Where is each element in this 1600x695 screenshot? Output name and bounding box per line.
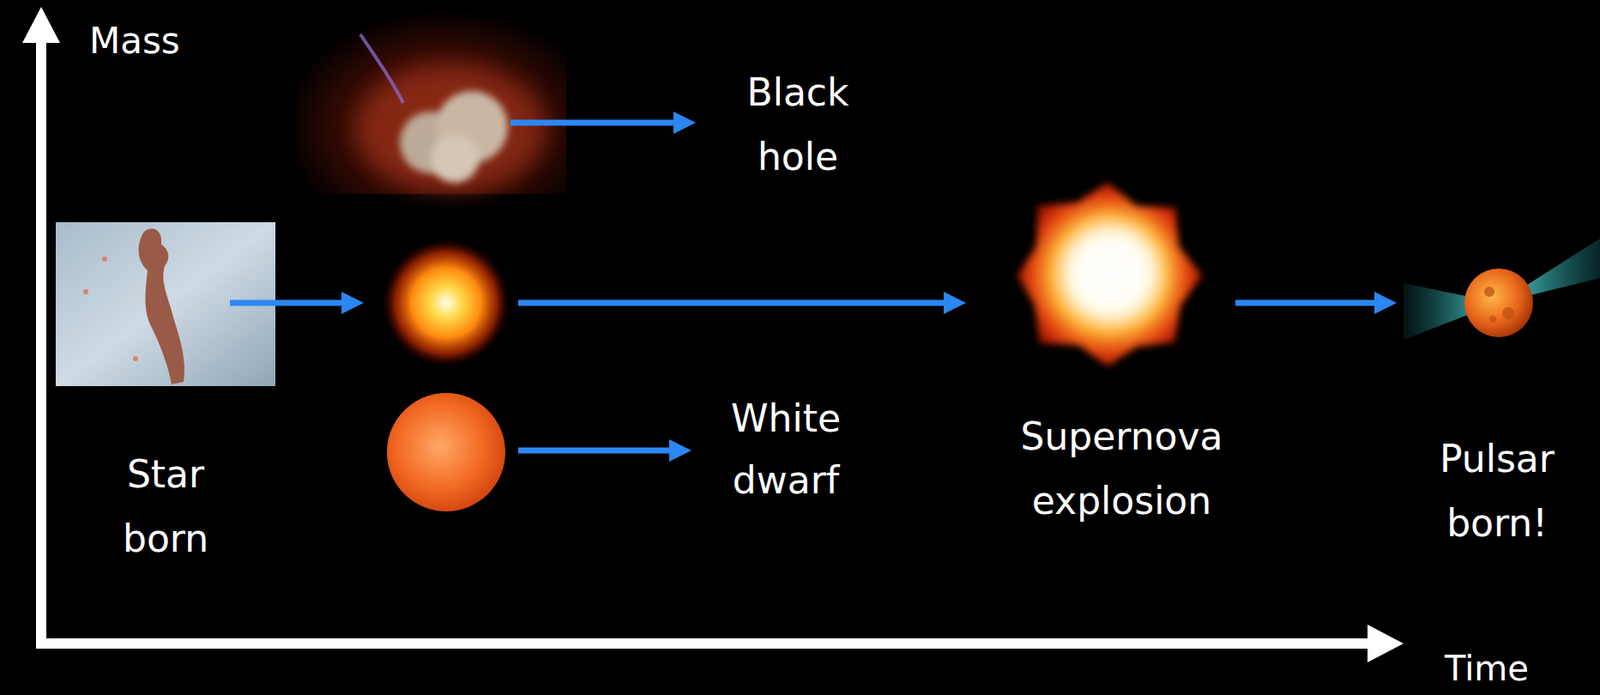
axis-label: Mass [89, 18, 210, 64]
axis-arrowhead [22, 6, 61, 43]
nebula-lobe [430, 134, 479, 183]
nebula-photo [295, 0, 567, 194]
surface-spot [1484, 286, 1495, 297]
medium-star [382, 239, 510, 367]
birth-image-box: Star born [55, 222, 276, 578]
massive-star-nebula [295, 0, 567, 194]
nebula-glow [356, 64, 545, 194]
stage-caption: Star born [101, 441, 230, 571]
stage-caption: Pulsar born! [1424, 426, 1570, 556]
sun-like-star [386, 392, 506, 512]
mass-axis [36, 34, 47, 649]
young-star [83, 289, 89, 295]
axes [22, 6, 1404, 663]
nebula-wisp [360, 34, 404, 103]
flow-arrow [510, 120, 674, 127]
neutron-star [1464, 268, 1534, 338]
gas-pillar [138, 228, 185, 385]
axis-arrowhead [1367, 624, 1404, 663]
time-axis [36, 638, 1373, 649]
outcome-label: Black hole [724, 60, 871, 189]
flow-arrow [518, 447, 670, 454]
flow-arrow [1235, 300, 1375, 307]
young-star [132, 356, 139, 362]
pulsar-figure [1403, 238, 1600, 340]
surface-spot [1489, 315, 1497, 323]
pulsar-image-box: Pulsar born! [1400, 257, 1594, 562]
axis-label: Time [1444, 648, 1565, 689]
supernova-burst [1017, 182, 1202, 367]
explosion-cloud [1017, 182, 1202, 367]
stage-caption: Supernova explosion [1010, 404, 1234, 533]
flow-arrow [229, 300, 342, 307]
flow-arrow [518, 300, 944, 307]
explosion-core [1063, 225, 1159, 320]
outcome-label: White dwarf [712, 387, 859, 512]
young-star [102, 256, 108, 262]
supernova-image-box: Supernova explosion [1008, 184, 1236, 540]
surface-spot [1502, 307, 1515, 320]
